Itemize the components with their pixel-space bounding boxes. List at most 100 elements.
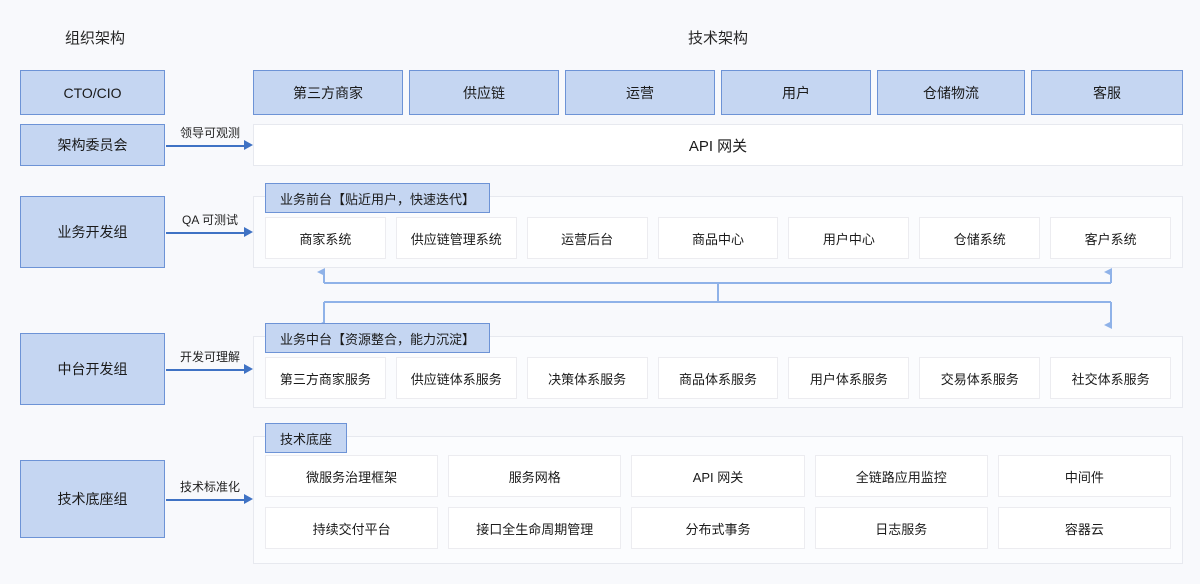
arrow-label: 开发可理解	[179, 350, 241, 364]
arrow-head	[244, 140, 253, 150]
layer-header-label: 业务前台【贴近用户，快速迭代】	[280, 191, 476, 207]
cell-third-party-merchant-service[interactable]: 第三方商家服务	[265, 357, 386, 399]
chip-supply-chain[interactable]: 供应链	[409, 70, 559, 115]
cell-label: 服务网格	[508, 469, 561, 485]
org-column-title: 组织架构	[64, 30, 125, 47]
layer-business-midplatform: 业务中台【资源整合，能力沉淀】 第三方商家服务 供应链体系服务 决策体系服务 商…	[253, 323, 1183, 408]
layer-header-business-frontstage: 业务前台【贴近用户，快速迭代】	[265, 183, 491, 213]
cell-middleware[interactable]: 中间件	[997, 455, 1172, 497]
cell-label: 供应链管理系统	[410, 231, 502, 247]
cell-label: 运营后台	[561, 231, 614, 247]
cell-label: 微服务治理框架	[306, 469, 398, 485]
cell-product-system-service[interactable]: 商品体系服务	[657, 357, 779, 399]
cell-continuous-delivery-platform[interactable]: 持续交付平台	[265, 507, 439, 549]
chip-warehouse-logistics[interactable]: 仓储物流	[877, 70, 1025, 115]
cell-microservice-governance-framework[interactable]: 微服务治理框架	[265, 455, 439, 497]
cell-distributed-transaction[interactable]: 分布式事务	[631, 507, 805, 549]
cell-label: 用户体系服务	[809, 371, 888, 387]
cell-label: 决策体系服务	[548, 371, 627, 387]
cell-label: 分布式事务	[685, 521, 751, 537]
arrow-dev-understandable: 开发可理解	[166, 333, 253, 405]
cell-user-center[interactable]: 用户中心	[788, 217, 910, 259]
chip-user[interactable]: 用户	[721, 70, 871, 115]
org-box-tech-foundation-team[interactable]: 技术底座组	[20, 460, 165, 538]
cell-supply-chain-mgmt-system[interactable]: 供应链管理系统	[395, 217, 517, 259]
layer-cell-row: 微服务治理框架 服务网格 API 网关 全链路应用监控 中间件	[265, 455, 1172, 497]
org-box-label: 架构委员会	[57, 137, 128, 153]
cell-user-system-service[interactable]: 用户体系服务	[788, 357, 910, 399]
chip-label: 第三方商家	[293, 84, 363, 101]
cell-label: 商品体系服务	[679, 371, 758, 387]
cell-container-cloud[interactable]: 容器云	[997, 507, 1172, 549]
org-box-architecture-committee[interactable]: 架构委员会	[20, 124, 165, 166]
cell-label: 容器云	[1064, 521, 1104, 537]
cell-label: 交易体系服务	[940, 371, 1019, 387]
cell-label: 日志服务	[875, 521, 928, 537]
layer-cell-row: 持续交付平台 接口全生命周期管理 分布式事务 日志服务 容器云	[265, 507, 1172, 549]
cell-customer-system[interactable]: 客户系统	[1050, 217, 1172, 259]
chip-label: 用户	[782, 84, 810, 101]
chip-label: 供应链	[463, 84, 505, 101]
chip-customer-service[interactable]: 客服	[1031, 70, 1183, 115]
cell-label: API 网关	[692, 469, 744, 485]
chip-operations[interactable]: 运营	[565, 70, 715, 115]
layer-cell-row: 商家系统 供应链管理系统 运营后台 商品中心 用户中心 仓储系统 客户系统	[265, 217, 1172, 259]
cell-decision-system-service[interactable]: 决策体系服务	[526, 357, 648, 399]
org-box-label: CTO/CIO	[63, 84, 122, 101]
cell-label: 仓储系统	[953, 231, 1006, 247]
arrow-leadership-observable: 领导可观测	[166, 124, 253, 166]
org-box-cto-cio[interactable]: CTO/CIO	[20, 70, 165, 115]
api-gateway-label: API 网关	[688, 137, 748, 155]
arrow-label: 领导可观测	[179, 126, 241, 140]
cell-label: 供应链体系服务	[410, 371, 502, 387]
cell-full-link-app-monitoring[interactable]: 全链路应用监控	[814, 455, 988, 497]
cell-label: 商品中心	[692, 231, 745, 247]
chip-label: 运营	[626, 84, 654, 101]
cell-operations-backend[interactable]: 运营后台	[526, 217, 648, 259]
cell-merchant-system[interactable]: 商家系统	[265, 217, 386, 259]
chip-label: 客服	[1093, 84, 1121, 101]
cell-product-center[interactable]: 商品中心	[657, 217, 779, 259]
tech-column-title: 技术架构	[687, 30, 748, 47]
cell-social-system-service[interactable]: 社交体系服务	[1050, 357, 1172, 399]
layer-header-technical-foundation: 技术底座	[265, 423, 348, 453]
org-box-midplatform-dev-team[interactable]: 中台开发组	[20, 333, 165, 405]
arrow-label: 技术标准化	[179, 480, 241, 494]
cell-api-gateway[interactable]: API 网关	[631, 455, 805, 497]
arrow-line	[166, 232, 244, 234]
org-box-business-dev-team[interactable]: 业务开发组	[20, 196, 165, 268]
chip-third-party-merchant[interactable]: 第三方商家	[253, 70, 403, 115]
arrow-line	[166, 499, 244, 501]
cell-label: 全链路应用监控	[855, 469, 947, 485]
cell-label: 第三方商家服务	[279, 371, 371, 387]
arrow-head	[244, 227, 253, 237]
layer-header-business-midplatform: 业务中台【资源整合，能力沉淀】	[265, 323, 491, 353]
arrow-head	[244, 364, 253, 374]
layer-business-frontstage: 业务前台【贴近用户，快速迭代】 商家系统 供应链管理系统 运营后台 商品中心 用…	[253, 183, 1183, 268]
cell-label: 持续交付平台	[312, 521, 391, 537]
arrow-head	[244, 494, 253, 504]
cell-label: 中间件	[1064, 469, 1104, 485]
arrow-line	[166, 145, 244, 147]
cell-api-lifecycle-management[interactable]: 接口全生命周期管理	[448, 507, 622, 549]
org-box-label: 业务开发组	[57, 224, 128, 240]
cell-supply-chain-system-service[interactable]: 供应链体系服务	[395, 357, 517, 399]
cell-log-service[interactable]: 日志服务	[814, 507, 988, 549]
cell-warehouse-system[interactable]: 仓储系统	[919, 217, 1041, 259]
layer-cell-row: 第三方商家服务 供应链体系服务 决策体系服务 商品体系服务 用户体系服务 交易体…	[265, 357, 1172, 399]
cell-service-mesh[interactable]: 服务网格	[448, 455, 622, 497]
arrow-line	[166, 369, 244, 371]
org-box-label: 技术底座组	[57, 491, 128, 507]
layer-technical-foundation: 技术底座 微服务治理框架 服务网格 API 网关 全链路应用监控 中间件 持续交…	[253, 423, 1183, 564]
cell-label: 接口全生命周期管理	[476, 521, 594, 537]
arrow-qa-testable: QA 可测试	[166, 196, 253, 268]
api-gateway-bar[interactable]: API 网关	[253, 124, 1183, 166]
arrow-label: QA 可测试	[181, 213, 239, 227]
arrow-tech-standardization: 技术标准化	[166, 460, 253, 538]
layer-header-label: 业务中台【资源整合，能力沉淀】	[280, 331, 476, 347]
cell-transaction-system-service[interactable]: 交易体系服务	[919, 357, 1041, 399]
cell-label: 用户中心	[822, 231, 875, 247]
layer-header-label: 技术底座	[280, 431, 333, 447]
cell-label: 客户系统	[1084, 231, 1137, 247]
